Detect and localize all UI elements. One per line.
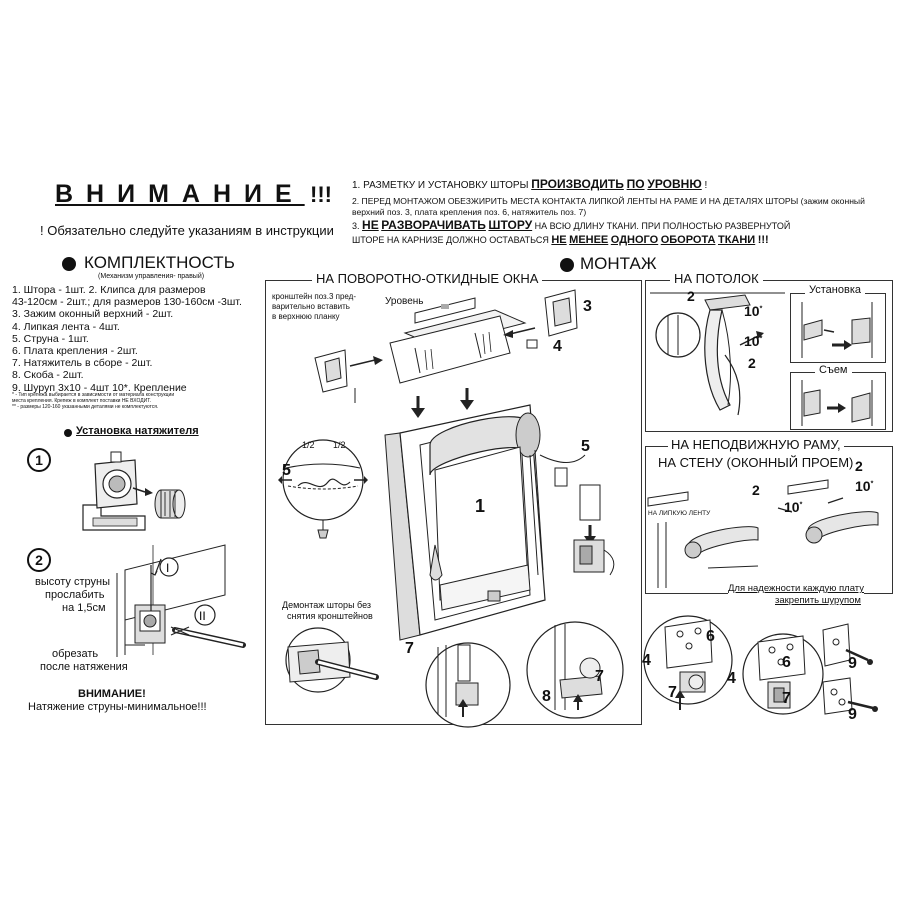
frame-pos-2-right: 2 (855, 458, 863, 474)
plate-pos-4-left: 4 (642, 652, 651, 669)
plate-pos-7-right: 7 (782, 690, 791, 707)
tilt-pos-5-left: 5 (282, 462, 291, 479)
tape-label: НА ЛИПКУЮ ЛЕНТУ (648, 510, 711, 517)
install-illustration (801, 302, 873, 358)
dismount-note-1: Демонтаж шторы без (282, 600, 372, 610)
screw-pos-9-top: 9 (848, 655, 857, 672)
tilt-pos-3: 3 (583, 298, 592, 315)
warning-title: ВНИМАНИЕ! (78, 688, 146, 700)
screw-plate-illustration-1 (822, 623, 873, 667)
rule-3-line2: ШТОРЕ НА КАРНИЗЕ ДОЛЖНО ОСТАВАТЬСЯ НЕ МЕ… (352, 234, 769, 246)
slack-label-2: прослабить (45, 589, 105, 601)
plate-pos-6-right: 6 (782, 654, 791, 671)
kit-list: 1. Штора - 1шт. 2. Клипса для размеров 4… (12, 284, 242, 394)
remove-illustration (801, 380, 873, 426)
frame-pos-10-right: 10* (855, 478, 874, 494)
tilt-pos-1: 1 (475, 496, 486, 516)
screw-plate-illustration-2 (822, 677, 878, 715)
kit-title: КОМПЛЕКТНОСТЬ (84, 253, 235, 272)
tensioner-bullet-icon (64, 429, 72, 437)
slack-label-3: на 1,5см (62, 602, 106, 614)
kit-item: 5. Струна - 1шт. (12, 332, 89, 345)
install-label: Установка (805, 284, 865, 296)
kit-note-2: места крепления. Крепеж в комплект поста… (12, 398, 152, 404)
string-detail-illustration (278, 439, 368, 539)
half-mark-right: 1/2 (333, 440, 346, 450)
kit-item: 6. Плата крепления - 2шт. (12, 345, 138, 358)
dismount-note-2: снятия кронштейнов (287, 611, 373, 621)
bracket-note-2: варительно вставить (272, 302, 350, 311)
kit-item: 7. Натяжитель в сборе - 2шт. (12, 357, 153, 370)
ceiling-mount-illustration (650, 292, 785, 416)
kit-item: 1. Штора - 1шт. 2. Клипса для размеров (12, 284, 206, 296)
reliable-note-1: Для надежности каждую плату (728, 583, 864, 595)
tilt-pos-5-right: 5 (581, 438, 590, 455)
step-2-badge: 2 (27, 548, 51, 572)
step-1-badge: 1 (27, 448, 51, 472)
rule-2-line2: верхний поз. 3, плата крепления поз. 6, … (352, 207, 587, 217)
kit-item: 4. Липкая лента - 4шт. (12, 320, 120, 333)
frame-pos-2-left: 2 (752, 482, 760, 498)
plate-detail-illustration-2 (742, 633, 824, 715)
tilt-bracket-assembly (314, 289, 578, 418)
ceiling-panel-title: НА ПОТОЛОК (670, 271, 763, 286)
ceiling-panel (645, 280, 893, 432)
plate-detail-illustration-1 (643, 615, 733, 710)
cut-label-1: обрезать (52, 648, 99, 660)
tensioner-step2-illustration: I II (116, 544, 246, 657)
ceiling-pos-2-bottom: 2 (748, 355, 756, 371)
kit-item: 8. Скоба - 2шт. (12, 369, 84, 382)
level-label: Уровень (385, 296, 424, 307)
frame-title-2: НА СТЕНУ (ОКОННЫЙ ПРОЕМ) (655, 455, 857, 471)
attention-marks: !!! (310, 182, 332, 207)
rule-3-line1: 3. НЕ РАЗВОРАЧИВАТЬ ШТОРУ НА ВСЮ ДЛИНУ Т… (352, 218, 791, 232)
attention-title: ВНИМАНИЕ (55, 180, 305, 208)
follow-instructions: ! Обязательно следуйте указаниям в инстр… (40, 223, 334, 238)
kit-item: 3. Зажим оконный верхний - 2шт. (12, 308, 174, 321)
kit-note-1: * - Тип крепежа выбирается в зависимости… (12, 392, 175, 398)
plate-pos-4-right: 4 (727, 670, 736, 687)
remove-label: Съем (815, 364, 852, 376)
plate-pos-7-left: 7 (668, 684, 677, 701)
roman-one: I (166, 561, 169, 575)
tilt-pos-4: 4 (553, 338, 562, 355)
ceiling-pos-2-top: 2 (687, 288, 695, 304)
kit-item: 9. Шуруп 3х10 - 4шт 10*. Крепление (12, 381, 187, 394)
tilt-panel-title: НА ПОВОРОТНО-ОТКИДНЫЕ ОКНА (312, 271, 543, 286)
slack-label-1: высоту струны (35, 576, 110, 588)
cut-label-2: после натяжения (40, 661, 128, 673)
bracket-detail-illustration-2 (526, 621, 624, 719)
rule-1: 1. РАЗМЕТКУ И УСТАНОВКУ ШТОРЫ ПРОИЗВОДИТ… (352, 177, 708, 191)
tensioner-step1-illustration (82, 451, 186, 531)
half-mark-left: 1/2 (302, 440, 315, 450)
warning-text: Натяжение струны-минимальное!!! (28, 701, 207, 713)
dismount-illustration (285, 627, 379, 693)
kit-subtitle: (Механизм управления- правый) (98, 273, 205, 280)
plate-pos-6-left: 6 (706, 628, 715, 645)
tilt-pos-7-right: 7 (595, 668, 604, 685)
roman-two: II (199, 609, 206, 623)
tilt-pos-7-left: 7 (405, 640, 414, 657)
tensioner-title: Установка натяжителя (76, 425, 199, 437)
bracket-note-1: кронштейн поз.3 пред- (272, 292, 357, 301)
frame-pos-10-left: 10* (784, 499, 803, 515)
tilt-window-blind-illustration (384, 404, 546, 641)
rule-2-line1: 2. ПЕРЕД МОНТАЖОМ ОБЕЗЖИРИТЬ МЕСТА КОНТА… (352, 196, 865, 206)
kit-item: 43-120см - 2шт.; для размеров 130-160см … (12, 296, 242, 309)
tilt-pos-8: 8 (542, 688, 551, 705)
kit-note-3: ** - размеры 120-160 указанными деталями… (12, 404, 159, 410)
bracket-note-3: в верхнюю планку (272, 312, 340, 321)
ceiling-pos-10-bottom: 10* (744, 333, 763, 349)
ceiling-pos-10-top: 10* (744, 303, 763, 319)
screw-pos-9-bottom: 9 (848, 706, 857, 723)
frame-mount-illustration (647, 479, 879, 588)
kit-bullet-icon (62, 257, 76, 271)
frame-title-1: НА НЕПОДВИЖНУЮ РАМУ, (668, 437, 844, 453)
reliable-note-2: закрепить шурупом (775, 595, 861, 606)
tensioner-pull-illustration (539, 454, 615, 576)
mount-bullet-icon (560, 258, 574, 272)
bracket-detail-illustration-1 (425, 642, 511, 728)
mount-title: МОНТАЖ (580, 254, 657, 273)
